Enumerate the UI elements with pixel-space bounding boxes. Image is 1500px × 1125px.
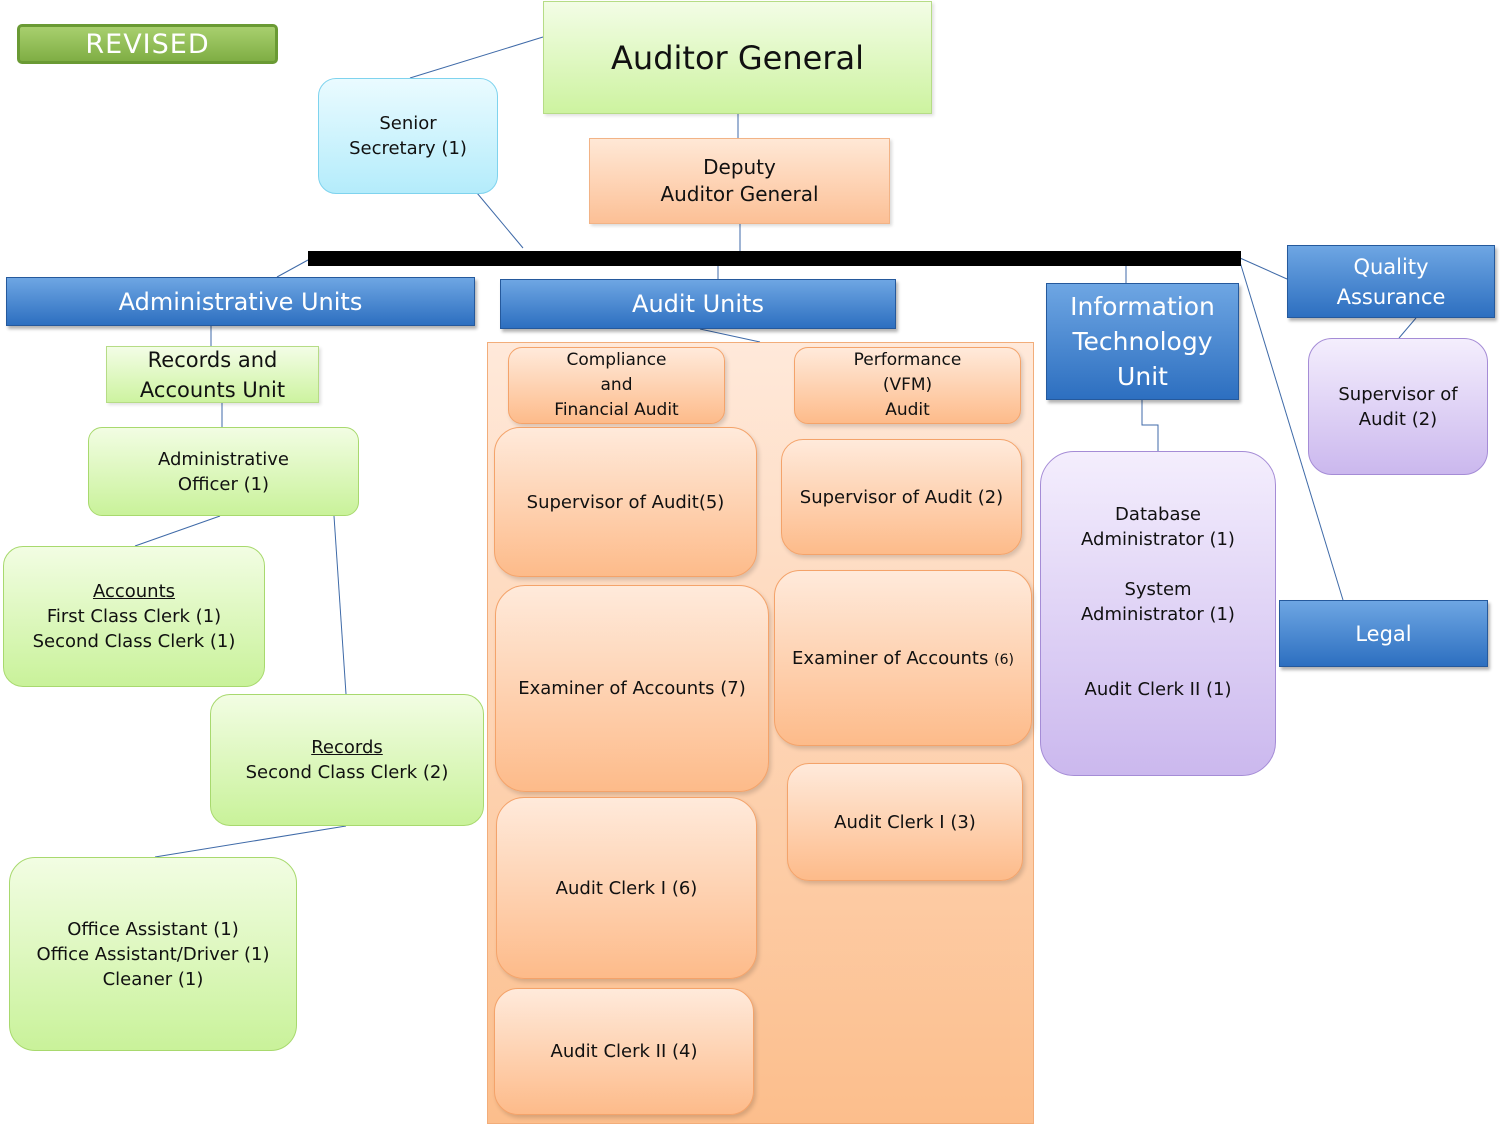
compliance-examiner-box: Examiner of Accounts (7)	[495, 585, 769, 792]
org-level-bar	[308, 251, 1241, 266]
records-accounts-unit-box: Records and Accounts Unit	[106, 346, 319, 403]
administrative-units-header: Administrative Units	[6, 277, 475, 326]
quality-assurance-header: Quality Assurance	[1287, 245, 1495, 318]
connector-bar-legal	[1239, 261, 1344, 601]
accounts-title: Accounts	[92, 581, 176, 602]
connector-officer-records	[333, 515, 347, 695]
performance-vfm-audit-title: Performance (VFM) Audit	[794, 347, 1021, 424]
performance-clerk1-box: Audit Clerk I (3)	[787, 763, 1023, 881]
it-unit-header: Information Technology Unit	[1046, 283, 1239, 400]
compliance-clerk1-box: Audit Clerk I (6)	[496, 797, 757, 979]
performance-examiner-box: Examiner of Accounts (6)	[774, 570, 1032, 746]
connector-officer-accounts	[134, 515, 221, 547]
qa-supervisor-box: Supervisor of Audit (2)	[1308, 338, 1488, 475]
it-staff-box: Database Administrator (1) System Admini…	[1040, 451, 1276, 776]
connector-bar-qa	[1239, 257, 1288, 280]
legal-header: Legal	[1279, 600, 1488, 667]
connector-audit-container	[699, 328, 761, 343]
office-staff-box: Office Assistant (1) Office Assistant/Dr…	[9, 857, 297, 1051]
connector-records-office	[154, 825, 347, 858]
accounts-box: Accounts First Class Clerk (1) Second Cl…	[3, 546, 265, 687]
performance-supervisor-box: Supervisor of Audit (2)	[781, 439, 1022, 555]
revised-badge: REVISED	[17, 24, 278, 64]
connector-ag-secretary	[409, 36, 544, 79]
connector-qa-supervisor	[1398, 317, 1417, 339]
connector-secretary-bar	[476, 192, 524, 249]
connector-it-staff	[1141, 400, 1159, 451]
records-box: Records Second Class Clerk (2)	[210, 694, 484, 826]
records-title: Records	[311, 737, 383, 758]
compliance-financial-audit-title: Compliance and Financial Audit	[508, 347, 725, 424]
senior-secretary-box: Senior Secretary (1)	[318, 78, 498, 194]
compliance-clerk2-box: Audit Clerk II (4)	[494, 988, 754, 1115]
compliance-supervisor-box: Supervisor of Audit(5)	[494, 427, 757, 577]
auditor-general-box: Auditor General	[543, 1, 932, 114]
audit-units-header: Audit Units	[500, 279, 896, 329]
deputy-auditor-general-box: Deputy Auditor General	[589, 138, 890, 224]
connector-bar-admin	[276, 259, 309, 278]
administrative-officer-box: Administrative Officer (1)	[88, 427, 359, 516]
